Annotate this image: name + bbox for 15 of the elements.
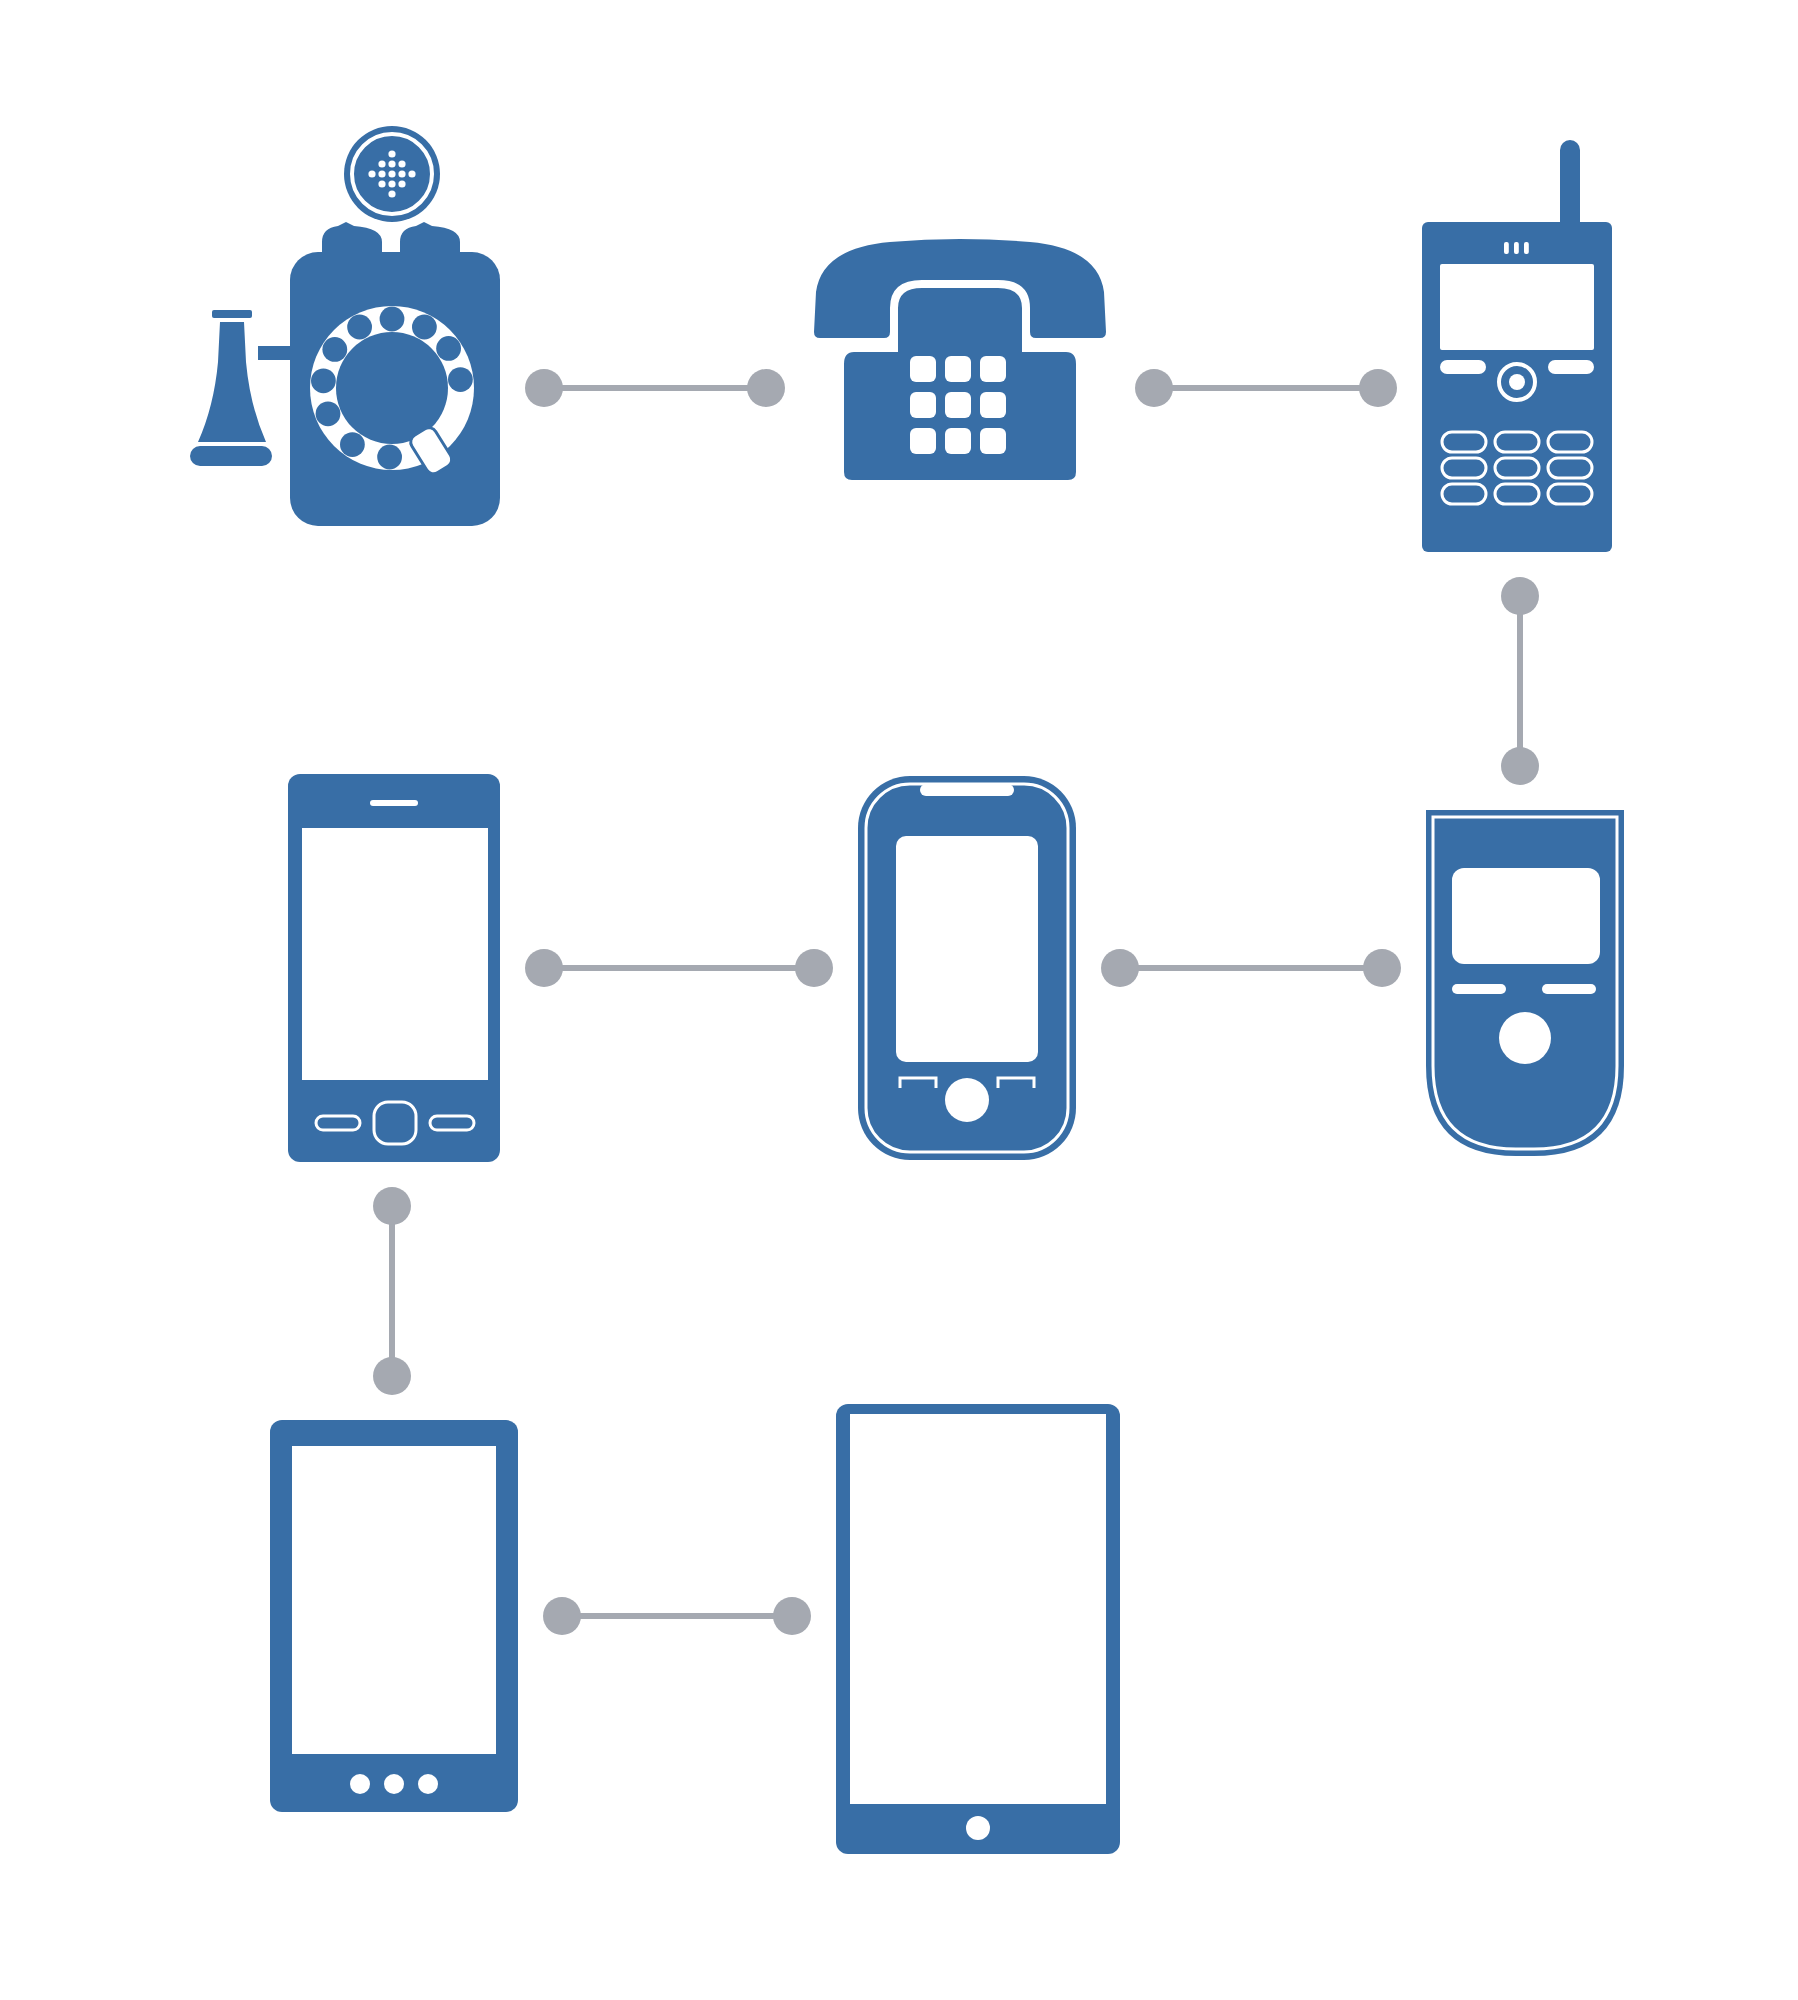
connector-line <box>1501 577 1539 785</box>
rounded-smartphone-icon <box>858 776 1076 1160</box>
tablet-icon <box>836 1404 1120 1854</box>
connector-line <box>1135 369 1397 407</box>
candybar-phone-icon <box>1426 810 1624 1156</box>
connector-line <box>525 949 833 987</box>
connector-line <box>1101 949 1401 987</box>
small-tablet-icon <box>270 1420 518 1812</box>
smartphone-icon <box>288 774 500 1162</box>
connector-line <box>525 369 785 407</box>
cell-phone-icon <box>1422 140 1612 552</box>
connector-line <box>373 1187 411 1395</box>
connector-line <box>543 1597 811 1635</box>
desk-telephone-icon <box>810 236 1110 484</box>
rotary-wall-phone-icon <box>190 126 500 526</box>
